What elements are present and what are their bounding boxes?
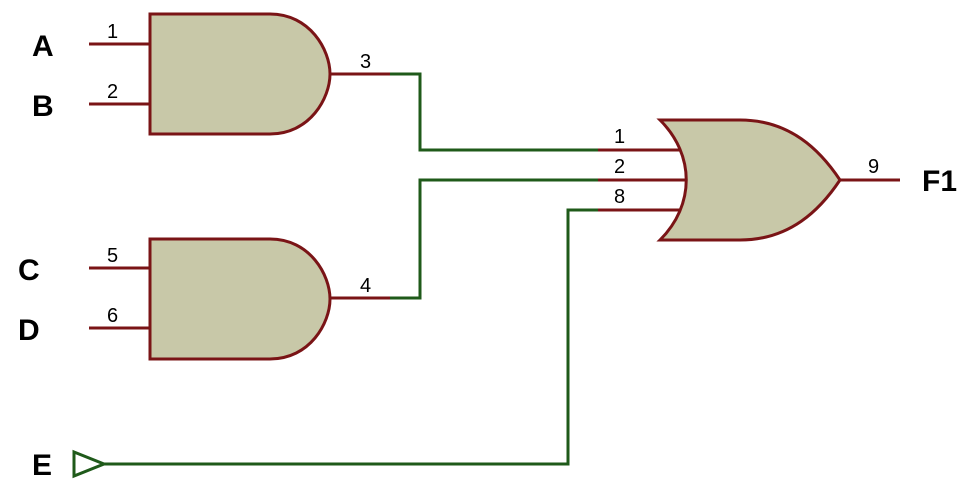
and-gate-2[interactable] <box>89 237 390 361</box>
input-label-a: A <box>32 30 54 63</box>
input-label-c: C <box>18 254 40 287</box>
pin-number: 1 <box>614 126 625 148</box>
net-e-to-or[interactable] <box>104 208 598 466</box>
input-terminal-e-icon[interactable] <box>72 449 109 479</box>
output-label-f1: F1 <box>922 165 957 198</box>
or-body <box>656 118 842 242</box>
pin-number: 8 <box>614 186 625 208</box>
input-label-d: D <box>18 314 40 347</box>
pin-number: 5 <box>107 245 118 267</box>
and-gate-1[interactable] <box>89 12 390 136</box>
input-label-b: B <box>32 90 54 123</box>
and1-body <box>148 12 332 136</box>
pin-number: 6 <box>107 305 118 327</box>
input-label-e: E <box>32 449 52 482</box>
pin-number: 4 <box>360 275 371 297</box>
pin-number: 2 <box>107 81 118 103</box>
pin-number: 3 <box>360 51 371 73</box>
and2-body <box>148 237 332 361</box>
pin-number: 9 <box>868 156 879 178</box>
pin-number: 2 <box>614 156 625 178</box>
net-and1-to-or[interactable] <box>390 72 598 152</box>
pin-number: 1 <box>107 21 118 43</box>
net-and2-to-or[interactable] <box>390 178 598 300</box>
or-gate[interactable] <box>598 118 900 242</box>
